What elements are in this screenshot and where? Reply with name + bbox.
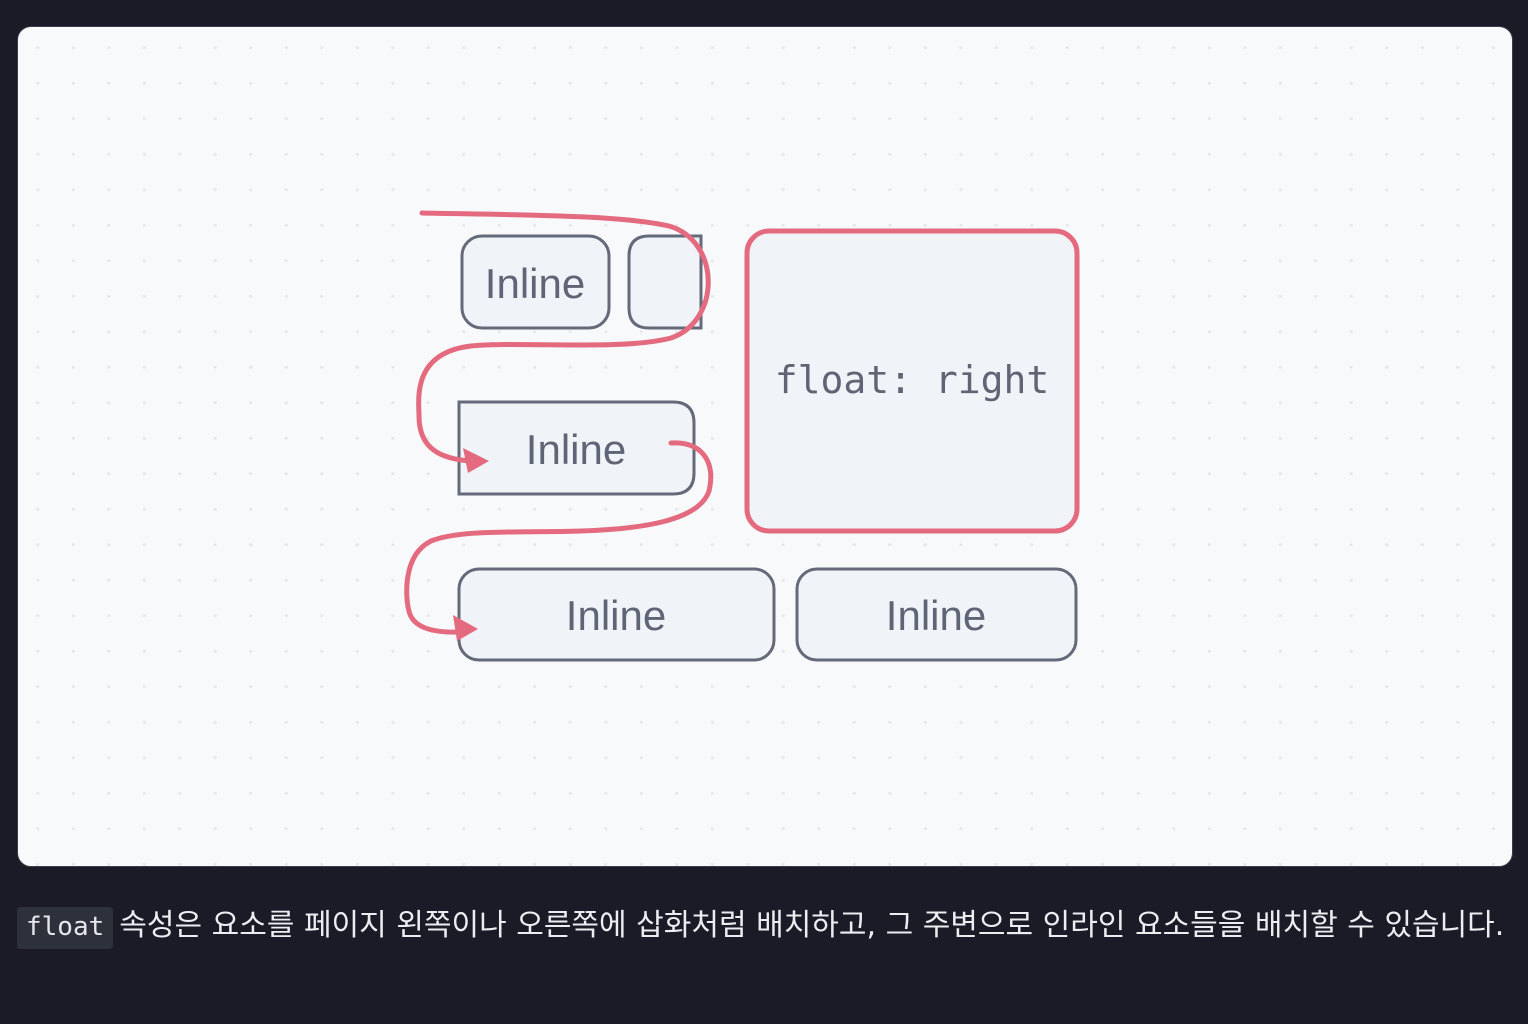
inline-box-line2: Inline xyxy=(457,400,696,496)
diagram-card: float: right Inline Inline Inline Inline xyxy=(17,26,1513,867)
arrowhead-icon xyxy=(463,448,489,473)
caption-text: 속성은 요소를 페이지 왼쪽이나 오른쪽에 삽화처럼 배치하고, 그 주변으로 … xyxy=(119,908,1505,943)
inline-label: Inline xyxy=(886,592,986,639)
flow-arrow-path-1 xyxy=(416,210,711,464)
inline-fragment-line1 xyxy=(627,234,703,330)
inline-label: Inline xyxy=(566,592,666,639)
code-float: float xyxy=(17,907,114,949)
inline-box-line1: Inline xyxy=(460,234,611,330)
float-right-label: float: right xyxy=(775,358,1050,402)
float-layout-diagram: float: right Inline Inline Inline Inline xyxy=(404,210,1080,662)
inline-label: Inline xyxy=(485,260,585,307)
inline-box-line3-right: Inline xyxy=(795,567,1078,662)
flow-arrow-path-2 xyxy=(404,440,714,635)
arrowhead-icon xyxy=(453,615,478,641)
float-right-box: float: right xyxy=(744,228,1080,534)
inline-label: Inline xyxy=(526,426,626,473)
inline-box-line3-left: Inline xyxy=(457,567,776,662)
